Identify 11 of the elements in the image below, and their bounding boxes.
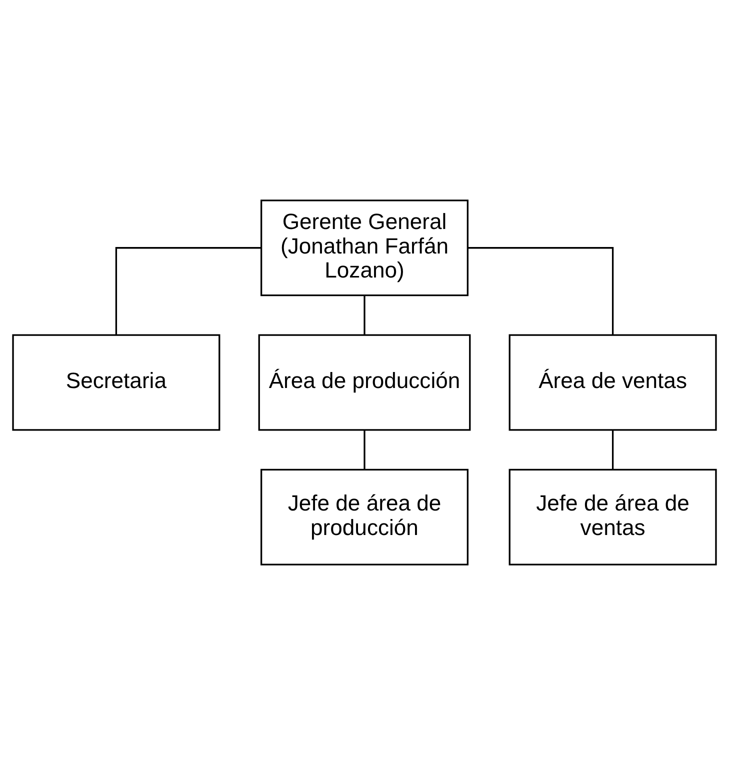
connector bbox=[364, 294, 366, 334]
node-box: Área de producción bbox=[258, 334, 471, 430]
connector bbox=[115, 246, 261, 335]
connector bbox=[468, 246, 614, 335]
connector bbox=[612, 429, 614, 470]
node-box: Gerente General (Jonathan Farfán Lozano) bbox=[260, 199, 468, 296]
connector bbox=[364, 429, 366, 470]
node-box: Secretaria bbox=[12, 334, 220, 430]
node-box: Jefe de área de ventas bbox=[508, 468, 717, 565]
node-box: Área de ventas bbox=[508, 334, 717, 430]
node-box: Jefe de área de producción bbox=[260, 468, 468, 565]
